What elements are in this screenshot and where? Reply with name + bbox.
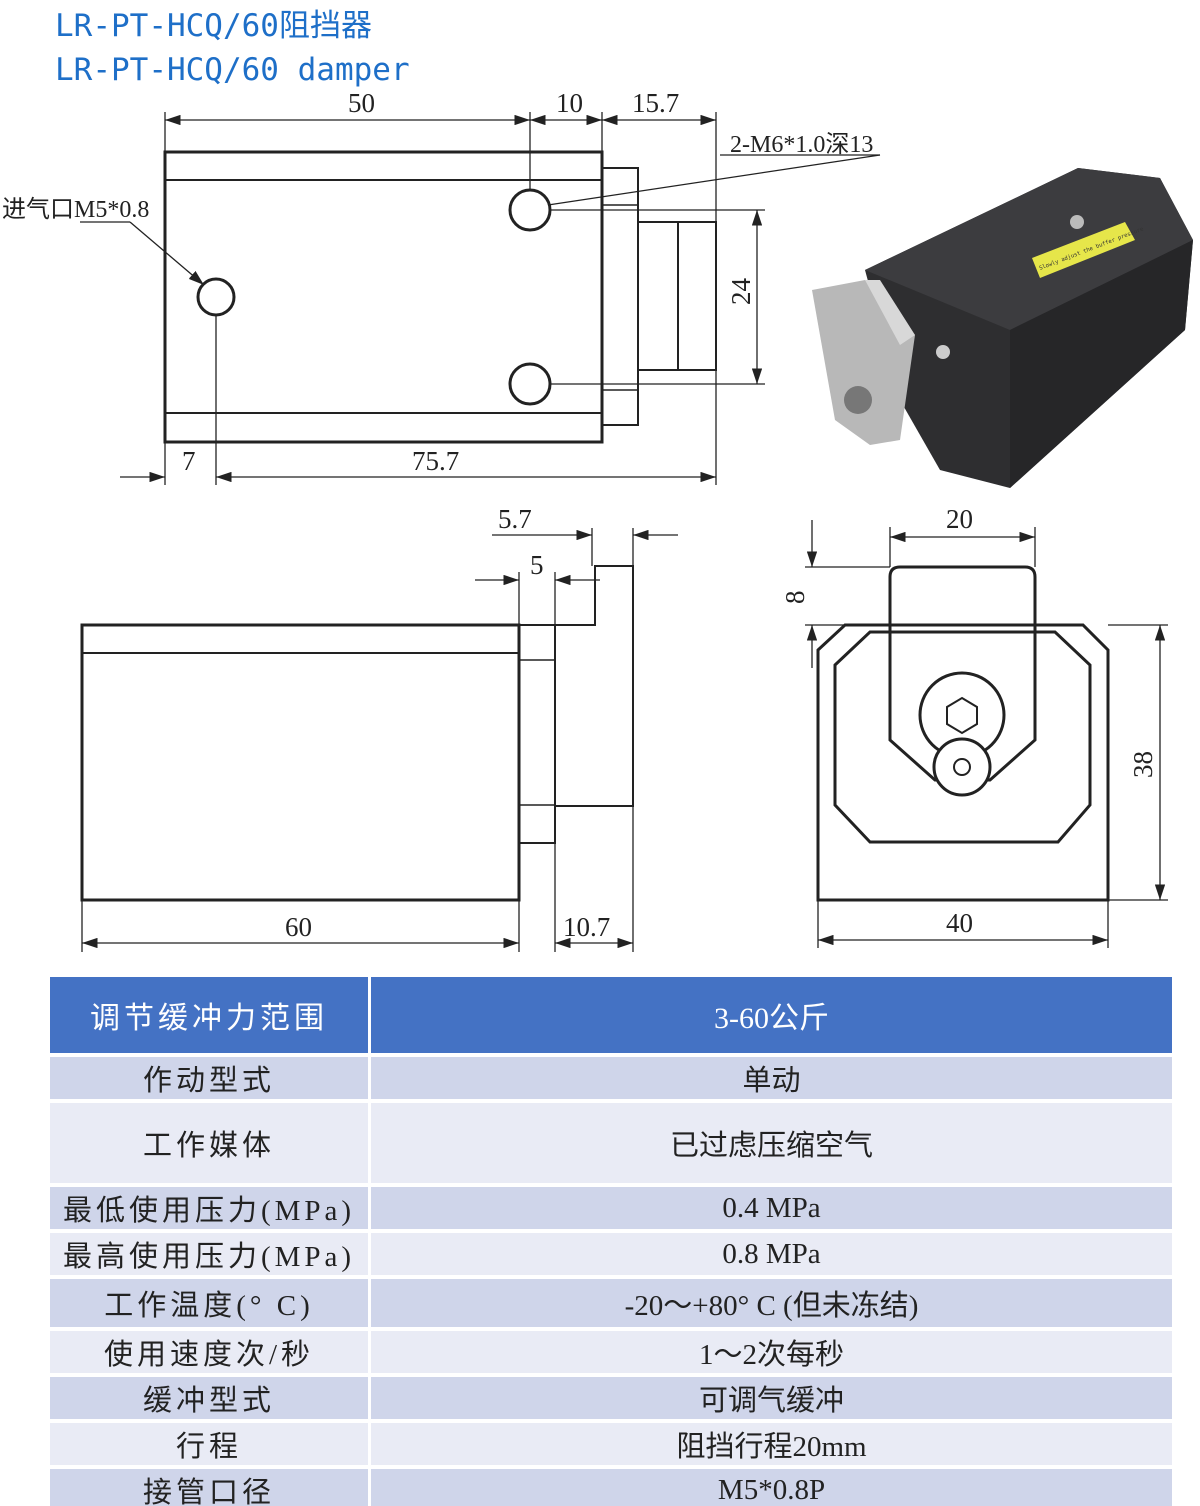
- dim-15-7: 15.7: [632, 88, 679, 118]
- spec-key: 行程: [50, 1423, 371, 1469]
- spec-value: 已过虑压缩空气: [371, 1103, 1172, 1187]
- product-photo: Slowly adjust the buffer pressure: [812, 168, 1193, 488]
- dim-20: 20: [946, 504, 973, 534]
- spec-key: 调节缓冲力范围: [50, 977, 371, 1057]
- dim-10-7: 10.7: [563, 912, 610, 942]
- dim-10: 10: [556, 88, 583, 118]
- spec-row: 作动型式单动: [50, 1057, 1172, 1103]
- front-view: [816, 565, 1110, 902]
- dim-60: 60: [285, 912, 312, 942]
- spec-key: 工作媒体: [50, 1103, 371, 1187]
- spec-row: 工作媒体已过虑压缩空气: [50, 1103, 1172, 1187]
- spec-key: 最低使用压力(MPa): [50, 1187, 371, 1233]
- spec-value: 0.8 MPa: [371, 1233, 1172, 1279]
- side-view-dimensions: [81, 528, 678, 952]
- spec-row: 缓冲型式可调气缓冲: [50, 1377, 1172, 1423]
- dim-75-7: 75.7: [412, 446, 459, 476]
- spec-value: 1～2次每秒: [371, 1331, 1172, 1377]
- technical-drawing: 50 10 15.7 2-M6*1.0深13 进气口M5*0.8 24 7 75…: [2, 88, 1193, 952]
- spec-table: 调节缓冲力范围 3-60公斤 作动型式单动 工作媒体已过虑压缩空气 最低使用压力…: [50, 977, 1172, 1506]
- spec-key: 工作温度(° C): [50, 1279, 371, 1331]
- spec-row: 工作温度(° C)-20～+80° C (但未冻结): [50, 1279, 1172, 1331]
- title-cn: LR-PT-HCQ/60阻挡器: [55, 8, 372, 44]
- dim-24: 24: [726, 278, 756, 306]
- dim-8: 8: [780, 591, 810, 605]
- dim-50: 50: [348, 88, 375, 118]
- spec-key: 使用速度次/秒: [50, 1331, 371, 1377]
- dim-40: 40: [946, 908, 973, 938]
- inlet-label: 进气口M5*0.8: [2, 196, 149, 223]
- thread-label: 2-M6*1.0深13: [730, 131, 873, 158]
- spec-row: 行程阻挡行程20mm: [50, 1423, 1172, 1469]
- spec-key: 最高使用压力(MPa): [50, 1233, 371, 1279]
- spec-key: 接管口径: [50, 1469, 371, 1506]
- spec-value: 可调气缓冲: [371, 1377, 1172, 1423]
- top-view: [163, 150, 717, 444]
- side-view: [80, 565, 634, 902]
- spec-value: 阻挡行程20mm: [371, 1423, 1172, 1469]
- front-view-dimensions: [805, 520, 1168, 948]
- dim-7: 7: [182, 446, 196, 476]
- spec-value: -20～+80° C (但未冻结): [371, 1279, 1172, 1331]
- dim-38: 38: [1128, 751, 1158, 778]
- spec-value: 3-60公斤: [371, 977, 1172, 1057]
- spec-value: 0.4 MPa: [371, 1187, 1172, 1233]
- spec-header-row: 调节缓冲力范围 3-60公斤: [50, 977, 1172, 1057]
- spec-row: 最低使用压力(MPa)0.4 MPa: [50, 1187, 1172, 1233]
- spec-key: 作动型式: [50, 1057, 371, 1103]
- title-en: LR-PT-HCQ/60 damper: [55, 52, 410, 88]
- dim-5-7: 5.7: [498, 504, 532, 534]
- spec-row: 最高使用压力(MPa)0.8 MPa: [50, 1233, 1172, 1279]
- spec-key: 缓冲型式: [50, 1377, 371, 1423]
- top-view-dimensions: [80, 112, 881, 485]
- spec-value: 单动: [371, 1057, 1172, 1103]
- spec-value: M5*0.8P: [371, 1469, 1172, 1506]
- dim-5: 5: [530, 550, 544, 580]
